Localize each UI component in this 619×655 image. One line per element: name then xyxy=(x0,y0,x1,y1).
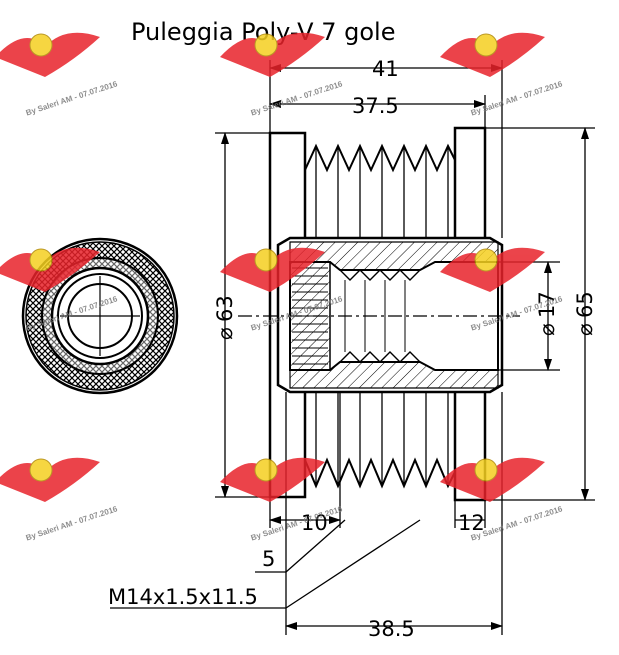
watermark-logo: By Saleri AM - 07.07.2016 xyxy=(0,457,119,542)
dim-diameter-bore: ⌀ 17 xyxy=(535,291,559,336)
dim-right-offset: 12 xyxy=(458,511,485,535)
svg-text:65: 65 xyxy=(573,291,597,318)
dim-chamfer: 5 xyxy=(262,547,275,571)
svg-text:63: 63 xyxy=(213,295,237,322)
dim-diameter-groove: ⌀ 63 xyxy=(213,295,237,340)
watermark-text: By Saleri AM - 07.07.2016 xyxy=(250,79,344,117)
watermark-text: By Saleri AM - 07.07.2016 xyxy=(470,79,564,117)
side-section-view xyxy=(238,126,520,502)
dim-pulley-width: 37.5 xyxy=(352,94,399,118)
dim-thread: M14x1.5x11.5 xyxy=(108,585,258,609)
front-view xyxy=(21,237,179,395)
watermark-text: By Saleri AM - 07.07.2016 xyxy=(25,504,119,542)
dim-bore-width: 38.5 xyxy=(368,617,415,641)
dim-left-offset: 10 xyxy=(301,511,328,535)
watermark-logo: By Saleri AM - 07.07.2016 xyxy=(0,32,119,117)
svg-text:⌀: ⌀ xyxy=(213,327,237,340)
svg-text:⌀: ⌀ xyxy=(573,323,597,336)
watermark-text: By Saleri AM - 07.07.2016 xyxy=(250,504,344,542)
watermark-text: By Saleri AM - 07.07.2016 xyxy=(25,79,119,117)
dim-overall-width: 41 xyxy=(372,57,399,81)
dim-diameter-outer: ⌀ 65 xyxy=(573,291,597,336)
svg-text:17: 17 xyxy=(535,291,559,318)
svg-text:⌀: ⌀ xyxy=(535,323,559,336)
